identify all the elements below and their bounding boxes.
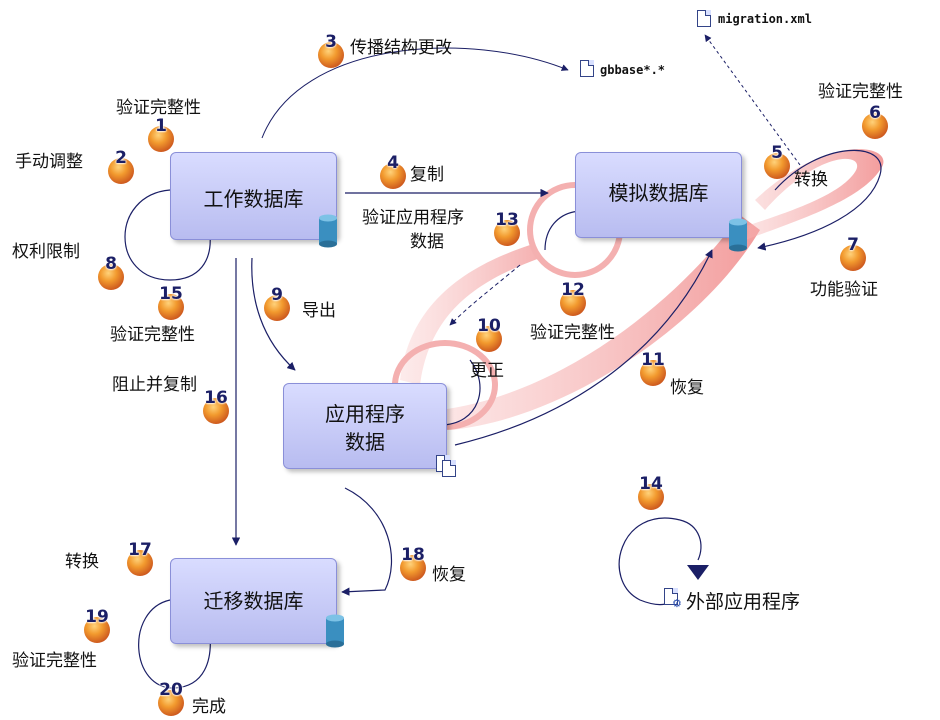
step-20-label: 完成 xyxy=(192,697,226,717)
step-9-badge: 9 xyxy=(264,285,290,321)
step-6-badge: 6 xyxy=(862,103,888,139)
migration-database-title: 迁移数据库 xyxy=(203,589,304,613)
step-17-badge: 17 xyxy=(127,540,153,576)
gbbase-label: gbbase*.* xyxy=(600,63,666,77)
application-data-node: 应用程序 数据 xyxy=(283,383,447,469)
step-18-label: 恢复 xyxy=(432,565,466,585)
step-16-badge: 16 xyxy=(203,388,229,424)
step-17-label: 转换 xyxy=(65,552,99,572)
work-database-title: 工作数据库 xyxy=(203,187,304,211)
step-18-badge: 18 xyxy=(400,545,426,581)
correct-ribbon xyxy=(400,245,540,385)
step-7-label: 功能验证 xyxy=(810,280,878,300)
step-11-badge: 11 xyxy=(640,350,666,386)
step-19-badge: 19 xyxy=(84,607,110,643)
step-8-label: 权利限制 xyxy=(12,242,80,262)
work-database-node: 工作数据库 xyxy=(170,152,337,240)
simulated-database-title: 模拟数据库 xyxy=(608,181,709,205)
external-app-gear-icon: ⚙ xyxy=(672,597,682,610)
external-app-label: 外部应用程序 xyxy=(686,591,801,613)
external-app-file-icon xyxy=(664,588,678,605)
work-database-cylinder-icon xyxy=(319,214,337,248)
gbbase-file-icon xyxy=(580,60,594,77)
step-1-label: 验证完整性 xyxy=(116,98,201,118)
step-3-badge: 3 xyxy=(318,32,344,68)
step-11-label: 恢复 xyxy=(670,378,704,398)
step-7-badge: 7 xyxy=(840,235,866,271)
step-6-label: 验证完整性 xyxy=(818,82,903,102)
step-15-label: 验证完整性 xyxy=(110,325,195,345)
step-19-label: 验证完整性 xyxy=(12,651,97,671)
step-5-label: 转换 xyxy=(794,170,828,190)
step-3-label: 传播结构更改 xyxy=(350,38,452,58)
step-16-label: 阻止并复制 xyxy=(112,375,197,395)
simulated-database-node: 模拟数据库 xyxy=(575,152,742,238)
step-12-badge: 12 xyxy=(560,280,586,316)
step-15-badge: 15 xyxy=(158,284,184,320)
migration-xml-label: migration.xml xyxy=(718,12,812,26)
step-4-badge: 4 xyxy=(380,153,406,189)
step-13-label-line1: 验证应用程序 xyxy=(362,208,464,228)
migration-database-cylinder-icon xyxy=(326,614,344,648)
step-8-badge: 8 xyxy=(98,254,124,290)
step-14-badge: 14 xyxy=(638,474,664,510)
application-data-title-line1: 应用程序 xyxy=(325,402,405,426)
step-5-badge: 5 xyxy=(764,143,790,179)
migration-database-node: 迁移数据库 xyxy=(170,558,337,644)
step-12-label: 验证完整性 xyxy=(530,323,615,343)
step-2-label: 手动调整 xyxy=(15,152,83,172)
application-data-file-icon-2 xyxy=(442,460,456,477)
simulated-database-cylinder-icon xyxy=(729,218,747,252)
step-2-badge: 2 xyxy=(108,148,134,184)
convert-ribbon xyxy=(740,149,884,240)
step-10-badge: 10 xyxy=(476,316,502,352)
step-1-badge: 1 xyxy=(148,116,174,152)
step-13-label-line2: 数据 xyxy=(410,232,444,252)
step-4-label: 复制 xyxy=(410,165,444,185)
migration-xml-file-icon xyxy=(697,10,711,27)
application-data-title-line2: 数据 xyxy=(345,430,385,454)
step-9-label: 导出 xyxy=(302,301,336,321)
step-20-badge: 20 xyxy=(158,680,184,716)
step-10-label: 更正 xyxy=(470,361,504,381)
step-13-badge: 13 xyxy=(494,210,520,246)
